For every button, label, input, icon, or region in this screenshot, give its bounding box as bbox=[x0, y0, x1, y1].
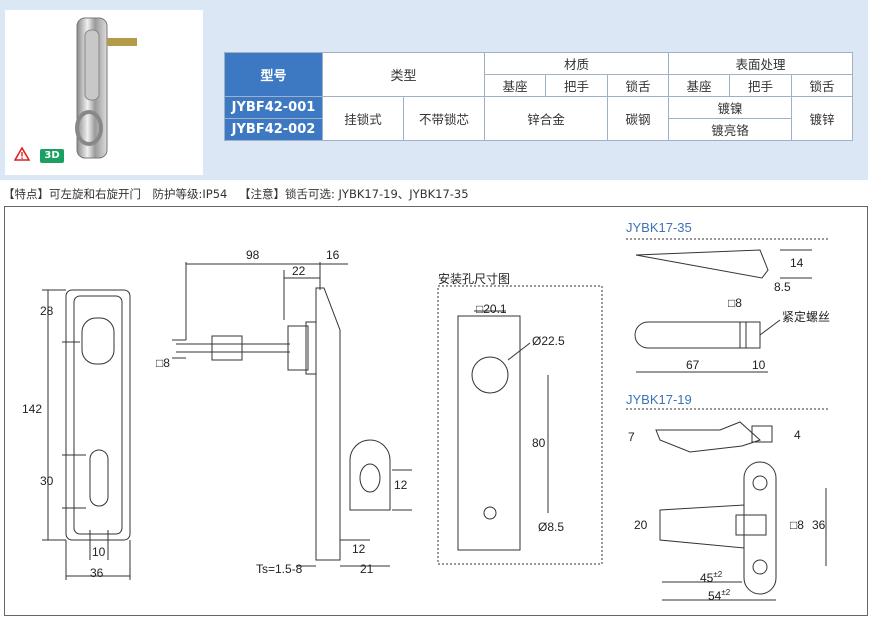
dim-label: 22 bbox=[292, 264, 306, 278]
surface-b-cell: 镀亮铬 bbox=[668, 118, 792, 141]
jybk17-35-title: JYBK17-35 bbox=[626, 220, 692, 235]
drawing-frame bbox=[4, 206, 868, 616]
hole-title: 安装孔尺寸图 bbox=[438, 272, 511, 286]
jybk17-19-title: JYBK17-19 bbox=[626, 392, 692, 407]
dim-label: 80 bbox=[532, 436, 546, 450]
model-cell: JYBF42-001 bbox=[224, 96, 323, 119]
dim-label: 14 bbox=[790, 256, 804, 270]
surface-tongue-cell: 镀锌 bbox=[791, 96, 853, 141]
dim-label: 67 bbox=[686, 358, 700, 372]
jybk17-19-view bbox=[626, 408, 828, 601]
model-cell: JYBF42-002 bbox=[224, 118, 323, 141]
dim-label: 12 bbox=[394, 478, 408, 492]
warning-icon bbox=[14, 147, 30, 161]
spec-table: 型号 类型 材质 表面处理 基座 把手 锁舌 基座 把手 锁舌 JYBF42-0… bbox=[224, 52, 853, 141]
dim-label: 98 bbox=[246, 248, 260, 262]
type-b-cell: 不带锁芯 bbox=[403, 96, 485, 141]
material-tongue-cell: 碳钢 bbox=[607, 96, 669, 141]
dim-label: Ts=1.5-8 bbox=[256, 562, 303, 576]
dim-label: 21 bbox=[360, 562, 374, 576]
dim-label: 54±2 bbox=[708, 588, 731, 603]
notes-line: 【特点】可左旋和右旋开门 防护等级:IP54 【注意】锁舌可选: JYBK17-… bbox=[3, 186, 477, 202]
dim-label: 36 bbox=[90, 566, 104, 580]
dim-label: Ø22.5 bbox=[532, 334, 565, 348]
dim-label: 8.5 bbox=[774, 280, 791, 294]
product-photo bbox=[5, 10, 203, 175]
dim-label: 36 bbox=[812, 518, 826, 532]
jybk17-35-view bbox=[626, 238, 828, 373]
dim-label: 10 bbox=[752, 358, 766, 372]
dim-label: 10 bbox=[92, 545, 106, 559]
material-base-handle-cell: 锌合金 bbox=[484, 96, 608, 141]
side-view bbox=[172, 262, 412, 567]
dim-label: 45±2 bbox=[700, 570, 723, 585]
dim-label: □8 bbox=[790, 518, 804, 532]
dim-label: 4 bbox=[794, 428, 801, 442]
attention-note: 【注意】锁舌可选: JYBK17-19、JYBK17-35 bbox=[239, 187, 469, 201]
dim-label: 12 bbox=[352, 542, 366, 556]
model-header: 型号 bbox=[224, 52, 323, 97]
front-view bbox=[42, 289, 131, 580]
surface-a-cell: 镀镍 bbox=[668, 96, 792, 119]
3d-view-badge[interactable]: 3D bbox=[40, 149, 64, 163]
material-handle: 把手 bbox=[545, 74, 608, 97]
feature-note: 【特点】可左旋和右旋开门 防护等级:IP54 bbox=[3, 187, 228, 201]
material-base: 基座 bbox=[484, 74, 546, 97]
dim-label: 30 bbox=[40, 474, 54, 488]
dim-label: Ø8.5 bbox=[538, 520, 565, 534]
lock-photo-illustration bbox=[75, 17, 137, 159]
set-screw-label: 紧定螺丝 bbox=[782, 310, 831, 324]
dim-label: 7 bbox=[628, 430, 635, 444]
type-a-cell: 挂锁式 bbox=[322, 96, 404, 141]
dim-label: 142 bbox=[22, 402, 43, 416]
dim-label: □20.1 bbox=[476, 302, 507, 316]
dim-label: □8 bbox=[156, 356, 170, 370]
dim-label: 16 bbox=[326, 248, 340, 262]
surface-tongue: 锁舌 bbox=[791, 74, 853, 97]
mounting-hole-view bbox=[437, 285, 603, 565]
dim-label: □8 bbox=[728, 296, 742, 310]
dim-label: 20 bbox=[634, 518, 648, 532]
dim-label: 28 bbox=[40, 304, 54, 318]
surface-header: 表面处理 bbox=[668, 52, 853, 75]
type-header: 类型 bbox=[322, 52, 485, 97]
